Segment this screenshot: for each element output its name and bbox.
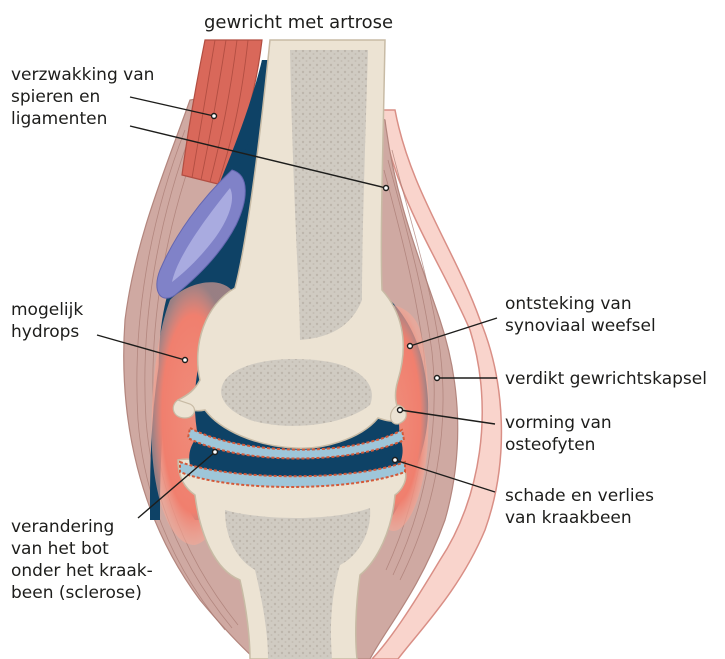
label-osteophytes: vorming van osteofyten xyxy=(505,412,612,456)
label-muscles: verzwakking van spieren en ligamenten xyxy=(11,64,154,130)
femur-marrow xyxy=(290,50,368,340)
label-synovial: ontsteking van synoviaal weefsel xyxy=(505,293,656,337)
label-capsule: verdikt gewrichtskapsel xyxy=(505,368,707,390)
label-bone-change: verandering van het bot onder het kraak-… xyxy=(11,516,153,604)
diagram-title: gewricht met artrose xyxy=(204,12,393,34)
label-cartilage: schade en verlies van kraakbeen xyxy=(505,485,654,529)
label-hydrops: mogelijk hydrops xyxy=(11,299,83,343)
